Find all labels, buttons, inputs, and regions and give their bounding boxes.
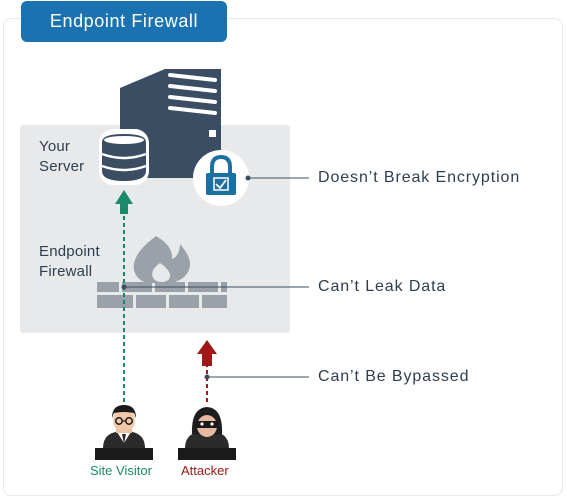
callout-leak: Can’t Leak Data xyxy=(318,278,447,295)
server-label: Your Server xyxy=(39,137,84,177)
brick-wall-icon xyxy=(97,282,227,308)
visitor-avatar-icon xyxy=(95,405,153,460)
lock-icon xyxy=(193,150,249,206)
diagram-title: Endpoint Firewall xyxy=(21,1,227,42)
database-icon xyxy=(99,129,149,185)
firewall-label-line1: Endpoint xyxy=(39,243,100,260)
firewall-label: Endpoint Firewall xyxy=(39,242,100,282)
firewall-label-line2: Firewall xyxy=(39,263,93,280)
attacker-label: Attacker xyxy=(181,463,229,478)
server-label-line2: Server xyxy=(39,158,85,175)
callout-bypass: Can’t Be Bypassed xyxy=(318,368,470,385)
server-label-line1: Your xyxy=(39,138,71,155)
visitor-arrow-icon xyxy=(115,190,133,214)
attacker-arrow-icon xyxy=(197,340,217,366)
flame-icon xyxy=(133,236,190,283)
callout-encryption: Doesn’t Break Encryption xyxy=(318,169,521,186)
attacker-avatar-icon xyxy=(178,407,236,460)
visitor-label: Site Visitor xyxy=(90,463,152,478)
